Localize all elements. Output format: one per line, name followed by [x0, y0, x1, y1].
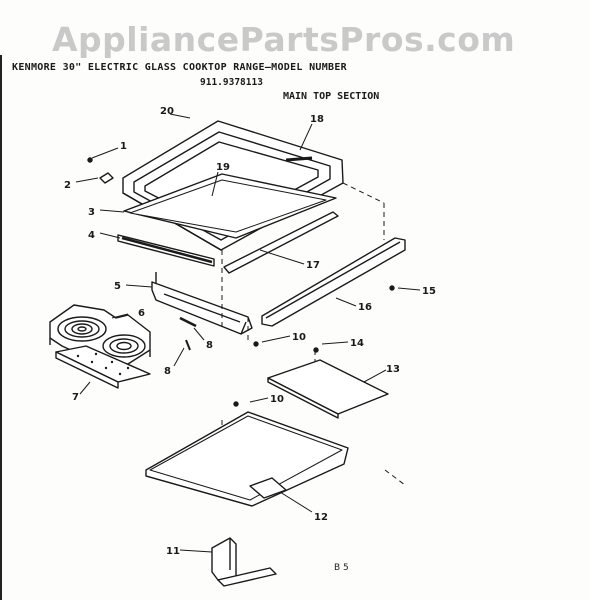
callout-8b: 8: [206, 340, 213, 351]
page-number: B 5: [334, 563, 349, 573]
callout-10b: 10: [270, 394, 284, 405]
callout-17: 17: [306, 260, 320, 271]
callout-8a: 8: [164, 366, 171, 377]
callout-15: 15: [422, 286, 436, 297]
part-3-glass: [123, 173, 337, 239]
diagram-title: KENMORE 30" ELECTRIC GLASS COOKTOP RANGE…: [12, 62, 347, 73]
callout-14: 14: [350, 338, 364, 349]
part-13-plate: [267, 359, 389, 419]
part-8-pins: [179, 316, 197, 351]
small-fasteners: [87, 157, 395, 407]
leader-lines: [75, 113, 421, 553]
section-title: MAIN TOP SECTION: [283, 91, 380, 102]
callout-5: 5: [114, 281, 121, 292]
page-border: [0, 55, 2, 600]
part-16-rail: [261, 237, 406, 327]
part-7-tray: [55, 345, 151, 389]
callout-13: 13: [386, 364, 400, 375]
part-11-bracket: [211, 537, 277, 587]
callout-3: 3: [88, 207, 95, 218]
callout-12: 12: [314, 512, 328, 523]
callout-19: 19: [216, 162, 230, 173]
callout-16: 16: [358, 302, 372, 313]
part-18-strip: [285, 156, 313, 162]
part-4-trim: [117, 234, 215, 267]
part-12-bottom-pan: [145, 411, 349, 507]
callout-20: 20: [160, 106, 174, 117]
callout-1: 1: [120, 141, 127, 152]
callout-18: 18: [310, 114, 324, 125]
callout-7: 7: [72, 392, 79, 403]
callout-2: 2: [64, 180, 71, 191]
part-5-channel: [151, 272, 253, 335]
callout-11: 11: [166, 546, 180, 557]
callout-10a: 10: [292, 332, 306, 343]
callout-4: 4: [88, 230, 95, 241]
watermark: AppliancePartsPros.com: [52, 20, 516, 59]
callout-6: 6: [138, 308, 145, 319]
model-number: 911.9378113: [200, 77, 263, 88]
part-17-trim: [223, 211, 339, 274]
